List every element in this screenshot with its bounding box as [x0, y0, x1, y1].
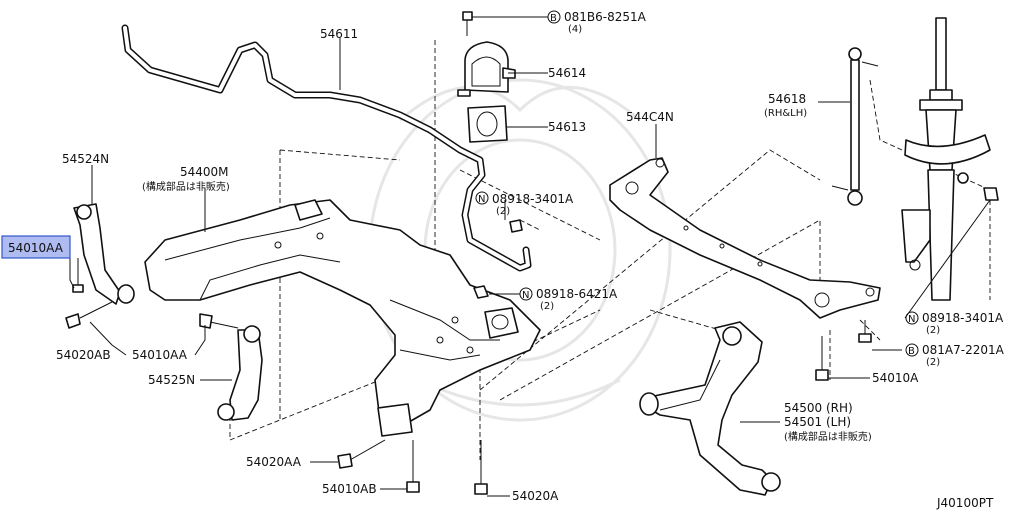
- b-symbol-icon: [905, 343, 919, 357]
- stabilizer-clamp: [457, 41, 516, 97]
- label-54010aa[interactable]: 54010AA: [132, 348, 188, 362]
- label-54020a[interactable]: 54020A: [512, 489, 559, 503]
- label-54010aa-highlighted[interactable]: 54010AA: [1, 235, 71, 259]
- label-08918-3401a-upper[interactable]: N 08918-3401A (2): [475, 191, 574, 217]
- link-bracket-54525n: [217, 325, 263, 421]
- strut-assembly: [901, 17, 999, 301]
- label-081a7-text: 081A7-2201A: [922, 343, 1005, 357]
- bolt-54010ab: [406, 440, 420, 493]
- transverse-link: [639, 321, 781, 496]
- n-symbol-icon: [519, 287, 533, 301]
- b-symbol-text: B: [550, 13, 557, 24]
- n-symbol-text: N: [908, 314, 915, 325]
- label-08918-3401a-lower-text: 08918-3401A: [922, 311, 1004, 325]
- label-54524n[interactable]: 54524N: [62, 152, 109, 166]
- label-54611[interactable]: 54611: [320, 27, 358, 41]
- label-54400m-note: (構成部品は非販売): [142, 180, 230, 193]
- stabilizer-bushing: [467, 105, 508, 143]
- bolt-54020a: [474, 440, 488, 495]
- label-54010a[interactable]: 54010A: [872, 371, 919, 385]
- label-54618-text: 54618: [768, 92, 806, 106]
- bolt-54010a: [815, 336, 829, 381]
- suspension-member: [144, 199, 541, 437]
- stabilizer-link: [831, 47, 879, 206]
- label-08918-3401a-lower-qty: (2): [926, 325, 940, 336]
- label-54501-note: (構成部品は非販売): [784, 430, 872, 443]
- highlight-box: [1, 235, 71, 259]
- label-54400m[interactable]: 54400M (構成部品は非販売): [142, 165, 230, 193]
- label-081b6-qty: (4): [568, 24, 582, 35]
- label-54400m-text: 54400M: [180, 165, 229, 179]
- label-54618-sub: (RH&LH): [764, 108, 807, 119]
- label-08918-6421a[interactable]: N 08918-6421A (2): [519, 287, 618, 312]
- label-081b6-text: 081B6-8251A: [564, 10, 647, 24]
- bolt-54020ab: [65, 301, 113, 329]
- bolt-081a7: [858, 320, 872, 343]
- label-08918-6421a-text: 08918-6421A: [536, 287, 618, 301]
- label-54500-54501[interactable]: 54500 (RH) 54501 (LH) (構成部品は非販売): [784, 401, 872, 443]
- n-symbol-text: N: [478, 194, 485, 205]
- assembly-lines: [229, 40, 991, 460]
- label-54020ab[interactable]: 54020AB: [56, 348, 111, 362]
- leader-lines: [69, 16, 991, 497]
- label-081a7-qty: (2): [926, 357, 940, 368]
- label-54618[interactable]: 54618 (RH&LH): [764, 92, 807, 119]
- diagram-id: J40100PT: [936, 496, 994, 510]
- label-54500: 54500 (RH): [784, 401, 853, 415]
- member-stay: [609, 157, 881, 319]
- label-54525n[interactable]: 54525N: [148, 373, 195, 387]
- clamp-bolt: [462, 11, 473, 36]
- n-symbol-text: N: [522, 290, 529, 301]
- link-bracket-54524n: [73, 203, 135, 305]
- label-54020aa[interactable]: 54020AA: [246, 455, 302, 469]
- bolt-54020aa: [337, 439, 386, 469]
- label-54614[interactable]: 54614: [548, 66, 586, 80]
- stabilizer-bar: [121, 24, 532, 272]
- n-symbol-icon: [905, 311, 919, 325]
- nut-08918-3401a: [509, 219, 523, 233]
- label-081a7-2201a[interactable]: B 081A7-2201A (2): [905, 343, 1005, 368]
- n-symbol-icon: [475, 191, 489, 205]
- label-081b6-8251a[interactable]: B 081B6-8251A (4): [547, 10, 647, 35]
- label-544c4n[interactable]: 544C4N: [626, 110, 674, 124]
- label-54010aa-highlighted-text: 54010AA: [8, 241, 64, 255]
- bolt-54010aa-b: [199, 313, 239, 329]
- label-54613[interactable]: 54613: [548, 120, 586, 134]
- b-symbol-text: B: [908, 346, 915, 357]
- label-08918-6421a-qty: (2): [540, 301, 554, 312]
- label-08918-3401a-lower[interactable]: N 08918-3401A (2): [905, 311, 1004, 336]
- label-54501: 54501 (LH): [784, 415, 851, 429]
- label-54010ab[interactable]: 54010AB: [322, 482, 377, 496]
- nut-08918-6421a: [473, 285, 489, 299]
- b-symbol-icon: [547, 10, 561, 24]
- bolt-54010aa-hl: [72, 258, 84, 293]
- label-08918-3401a-upper-text: 08918-3401A: [492, 192, 574, 206]
- label-08918-3401a-upper-qty: (2): [496, 206, 510, 217]
